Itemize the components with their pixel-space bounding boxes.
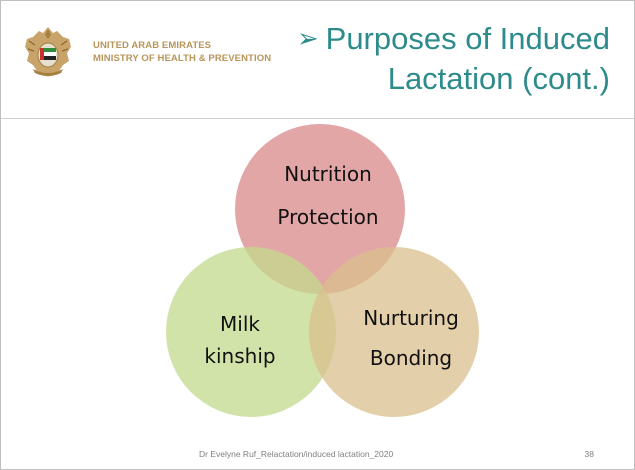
venn-right-label-line2: Bonding — [370, 346, 452, 370]
venn-top-label-line1: Nutrition — [284, 162, 372, 186]
title-arrow-bullet-icon: ➢ — [297, 23, 319, 53]
uae-falcon-emblem-icon — [25, 27, 71, 77]
footer-credit: Dr Evelyne Ruf_Relactation/induced lacta… — [199, 449, 394, 459]
venn-circle-right — [309, 247, 479, 417]
venn-left-label-line2: kinship — [204, 344, 275, 368]
slide-title-line2: Lactation (cont.) — [387, 61, 610, 96]
slide-header: UNITED ARAB EMIRATES MINISTRY OF HEALTH … — [1, 1, 634, 119]
page-number: 38 — [584, 449, 594, 459]
venn-circle-left — [166, 247, 336, 417]
ministry-name-line2: MINISTRY OF HEALTH & PREVENTION — [93, 53, 272, 64]
venn-diagram: Nutrition Protection Milk kinship Nurtur… — [166, 124, 479, 417]
venn-left-label-line1: Milk — [220, 312, 260, 336]
slide-title-line1: Purposes of Induced — [325, 21, 610, 56]
ministry-name-line1: UNITED ARAB EMIRATES — [93, 40, 212, 51]
venn-top-label-line2: Protection — [277, 205, 378, 229]
header-divider — [1, 118, 634, 119]
ministry-name: UNITED ARAB EMIRATES MINISTRY OF HEALTH … — [93, 39, 271, 65]
slide-title: Purposes of Induced Lactation (cont.) — [320, 19, 610, 99]
venn-right-label-line1: Nurturing — [363, 306, 459, 330]
